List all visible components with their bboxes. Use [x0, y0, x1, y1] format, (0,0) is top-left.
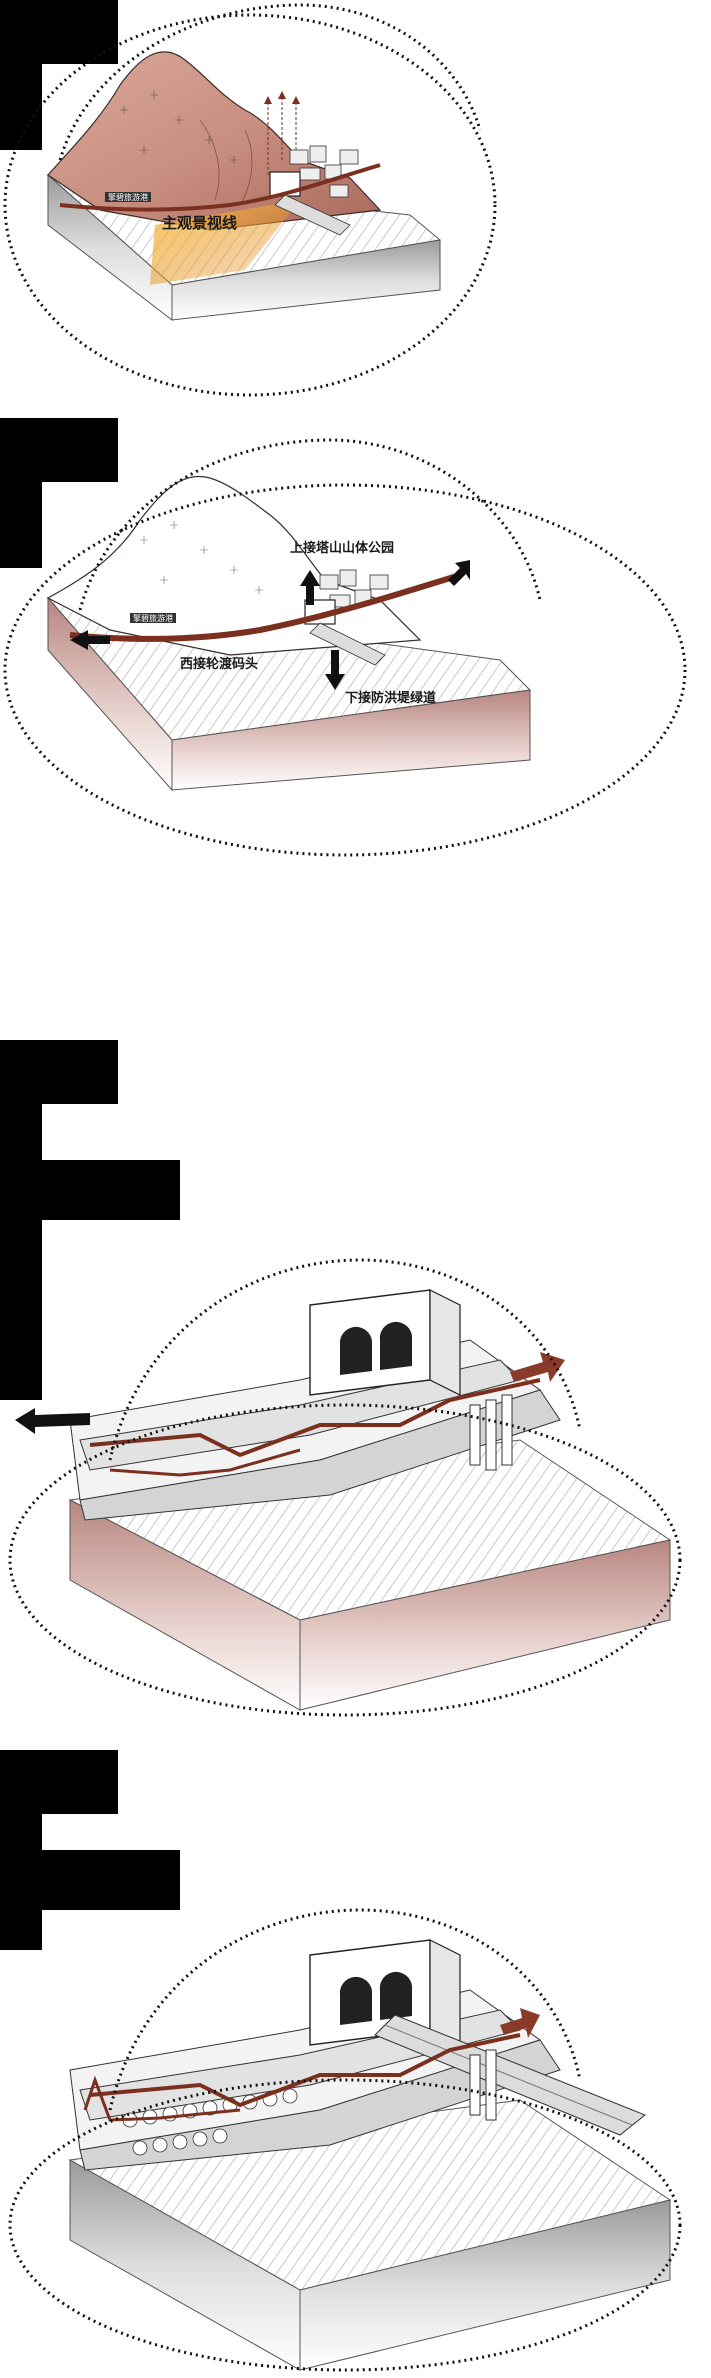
route-band-1 — [59, 163, 381, 212]
route-band-2 — [69, 572, 461, 642]
mountain-2-hatching — [140, 521, 263, 594]
route-band-4 — [89, 2033, 521, 2108]
town-blocks-1 — [289, 145, 359, 198]
arrow-down — [325, 650, 345, 690]
route-band-3 — [89, 1378, 541, 1458]
route-band-3b — [109, 1448, 301, 1477]
mountain-1-hatching — [120, 91, 253, 206]
connection-arrows-2 — [70, 560, 470, 690]
sign-board-1 — [105, 192, 151, 202]
panel-2: 擎碧旅游港 上接塔山山体公园 西接轮渡码头 下接防洪堤绿道 — [0, 418, 687, 857]
dotted-envelope-3 — [8, 1403, 682, 1717]
annotation-down-greenway: 下接防洪堤绿道 — [345, 690, 436, 706]
panel-3-black-bar-top — [0, 1160, 180, 1220]
dotted-dome-2 — [78, 438, 542, 611]
arrow-east-3 — [510, 1352, 565, 1382]
dotted-envelope-1 — [3, 13, 497, 397]
dotted-envelope-2 — [3, 483, 687, 857]
annotation-west-ferry: 西接轮渡码头 — [180, 656, 258, 672]
sign-board-2 — [130, 613, 176, 623]
arrow-northeast — [448, 560, 470, 586]
arrow-east-4 — [500, 2008, 540, 2038]
tunnel-portal-1 — [269, 171, 351, 236]
sign-text-1: 擎碧旅游港 — [108, 192, 148, 202]
route-band-4b — [83, 2075, 241, 2122]
portal-building-3 — [309, 1289, 461, 1396]
dotted-dome-4 — [108, 1908, 582, 2111]
dotted-envelope-4 — [8, 2078, 682, 2372]
bridge-rail-4 — [384, 2024, 633, 2126]
annotation-main-view-line: 主观景视线 — [162, 214, 237, 232]
arrow-west — [70, 630, 110, 650]
view-up-arrowheads — [264, 91, 300, 104]
dotted-dome-3 — [108, 1258, 582, 1461]
sign-text-2: 擎碧旅游港 — [133, 613, 173, 623]
arrow-up — [300, 570, 320, 605]
panel-1: 擎碧旅游港 主观景视线 — [0, 0, 497, 397]
panel-2-black-bar — [0, 418, 42, 568]
view-cone — [150, 200, 300, 285]
panel-3 — [0, 1040, 682, 1717]
panel-4 — [0, 1750, 682, 2372]
columns-4 — [469, 2049, 497, 2121]
annotation-up-park: 上接塔山山体公园 — [290, 540, 394, 556]
view-up-arrows — [267, 95, 297, 175]
columns-3 — [469, 1394, 513, 1471]
arrow-west-3 — [15, 1408, 90, 1434]
panel-4-black-bar-top — [0, 1850, 180, 1910]
bridge-deck-4 — [374, 2014, 646, 2136]
panel-1-black-bar — [0, 0, 42, 150]
mountain-1 — [47, 51, 382, 231]
